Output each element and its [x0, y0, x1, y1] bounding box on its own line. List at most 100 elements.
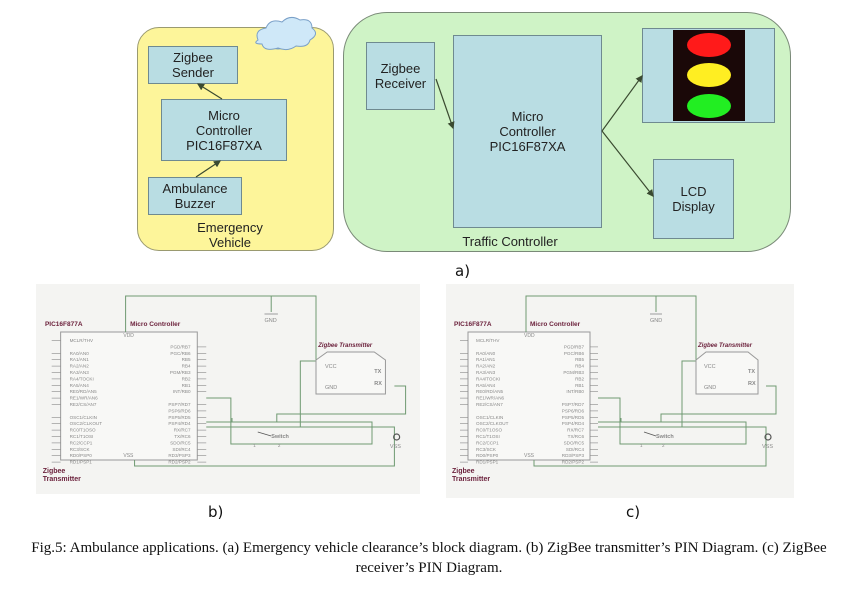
- right-pin-label: RD3/PSP3: [168, 453, 191, 458]
- wire-rx: [206, 385, 407, 423]
- left-pin-label: RA3/AN3: [70, 370, 90, 375]
- right-pin-label: PSP5/RD5: [168, 415, 191, 420]
- right-pin-label: PSP4/RD4: [562, 421, 585, 426]
- zigbee-sender-block: Zigbee Sender: [148, 46, 238, 84]
- arrow-buzzer-to-mc: [195, 160, 221, 178]
- left-pin-label: RE1/WR/AN6: [476, 396, 505, 401]
- zigbee-module-title: Zigbee Transmitter: [317, 343, 373, 349]
- right-pin-label: PGC/RB6: [170, 351, 191, 356]
- left-pin-label: RD0/PSP0: [476, 453, 499, 458]
- right-pin-label: PGD/RB7: [564, 344, 585, 349]
- arrow-mc-to-sender: [196, 83, 223, 100]
- left-pin-label: RA4/TOCKI: [70, 376, 94, 381]
- left-pin-label: RC2/CCP1: [476, 440, 499, 445]
- vss-label: VSS: [123, 453, 134, 459]
- right-pin-label: RB5: [182, 357, 191, 362]
- left-pin-label: RC1/T1OSI: [476, 434, 500, 439]
- vss-net-label: VSS: [390, 444, 401, 450]
- switch-pin2: 2: [278, 443, 281, 448]
- chip-title: Micro Controller: [530, 321, 581, 328]
- right-pin-label: PSP6/RD6: [562, 408, 585, 413]
- left-pin-label: OSC1/CLKIN: [70, 415, 97, 420]
- sublabel-a: a): [455, 262, 471, 280]
- right-pin-label: PSP7/RD7: [562, 402, 585, 407]
- module-tx-label: TX: [748, 369, 755, 375]
- right-pin-label: SDI/RC4: [172, 447, 191, 452]
- left-pin-label: OSC1/CLKIN: [476, 415, 503, 420]
- left-pin-label: RA0/AN0: [476, 351, 496, 356]
- footer-label-line: Zigbee: [452, 468, 475, 475]
- left-pin-label: MCLR/THV: [70, 338, 94, 343]
- zigbee-receiver-block: Zigbee Receiver: [366, 42, 435, 110]
- chip-body: [60, 331, 198, 461]
- left-pin-label: MCLR/THV: [476, 338, 500, 343]
- red-light-icon: [686, 33, 731, 58]
- emergency-vehicle-label: Emergency Vehicle: [197, 220, 263, 250]
- wire-rx: [598, 385, 777, 423]
- left-pin-label: RE0/RD/AN5: [476, 389, 504, 394]
- sublabel-c: c): [626, 503, 641, 521]
- left-pin-label: RC0/T1OSO: [70, 428, 96, 433]
- panel-a-tc-connectors: [435, 75, 654, 197]
- chip-name: PIC16F877A: [45, 321, 83, 328]
- left-pin-label: RE2/CS/AN7: [476, 402, 503, 407]
- left-pin-label: RD0/PSP0: [70, 453, 93, 458]
- vdd-label: VDD: [123, 333, 134, 339]
- left-pin-label: RA1/AN1: [476, 357, 496, 362]
- right-pin-label: PSP5/RD5: [562, 415, 585, 420]
- left-pin-label: RC3/SCK: [476, 447, 497, 452]
- right-pin-label: PGD/RB7: [170, 344, 191, 349]
- left-pin-label: RC0/T1OSO: [476, 428, 502, 433]
- left-pin-label: RC1/T1OSI: [70, 434, 94, 439]
- module-rx-label: RX: [748, 381, 756, 387]
- wire-vdd-gnd: [125, 295, 272, 332]
- zigbee-module-body: [695, 351, 759, 395]
- right-pin-label: RB2: [575, 376, 584, 381]
- right-pin-label: TX/RC6: [174, 434, 191, 439]
- switch-pin1: 1: [253, 443, 256, 448]
- right-pin-label: RD3/PSP3: [562, 453, 585, 458]
- right-pin-label: INT/RB0: [173, 389, 191, 394]
- left-pin-label: OSC2/CLKOUT: [476, 421, 509, 426]
- ambulance-buzzer-block: Ambulance Buzzer: [148, 177, 242, 215]
- cloud-icon: [255, 16, 316, 51]
- vss-symbol: [393, 433, 401, 441]
- right-pin-label: RB4: [182, 364, 191, 369]
- chip-title: Micro Controller: [130, 321, 181, 328]
- footer-label-line: Transmitter: [43, 476, 81, 483]
- left-pin-label: RA2/AN2: [476, 364, 496, 369]
- footer-label-line: Zigbee: [43, 468, 66, 475]
- traffic-controller-label: Traffic Controller: [462, 234, 558, 249]
- right-pin-label: PGC/RB6: [564, 351, 585, 356]
- wire-vss: [533, 426, 767, 467]
- left-pin-label: OSC2/CLKOUT: [70, 421, 103, 426]
- vdd-label: VDD: [524, 333, 535, 339]
- left-pin-label: RE0/RD/AN5: [70, 389, 98, 394]
- switch-symbol: [257, 431, 272, 437]
- right-pin-label: RX/RC7: [567, 428, 584, 433]
- left-pin-label: RC2/CCP1: [70, 440, 93, 445]
- zigbee-module-body: [315, 351, 386, 395]
- switch-label: Switch: [656, 434, 674, 440]
- left-pin-label: RE2/CS/AN7: [70, 402, 97, 407]
- gnd-label: GND: [650, 318, 662, 324]
- left-pin-label: RD1/PSP1: [476, 460, 499, 465]
- sublabel-b: b): [208, 503, 224, 521]
- yellow-light-icon: [686, 63, 731, 88]
- right-pin-label: PGM/RB3: [170, 370, 191, 375]
- left-pin-label: RA2/AN2: [70, 364, 90, 369]
- module-rx-label: RX: [374, 381, 382, 387]
- left-pin-label: RA3/AN3: [476, 370, 496, 375]
- module-gnd-label: GND: [704, 385, 716, 391]
- gnd-label: GND: [264, 318, 276, 324]
- right-pin-label: RB1: [575, 383, 584, 388]
- traffic-light-housing: [672, 30, 745, 121]
- switch-label: Switch: [271, 434, 289, 440]
- figure-caption: Fig.5: Ambulance applications. (a) Emerg…: [31, 540, 827, 576]
- micro-controller-block-ev: Micro Controller PIC16F87XA: [161, 99, 287, 161]
- right-pin-label: SDO/RC5: [170, 440, 191, 445]
- right-pin-label: RX/RC7: [174, 428, 191, 433]
- module-gnd-label: GND: [325, 385, 337, 391]
